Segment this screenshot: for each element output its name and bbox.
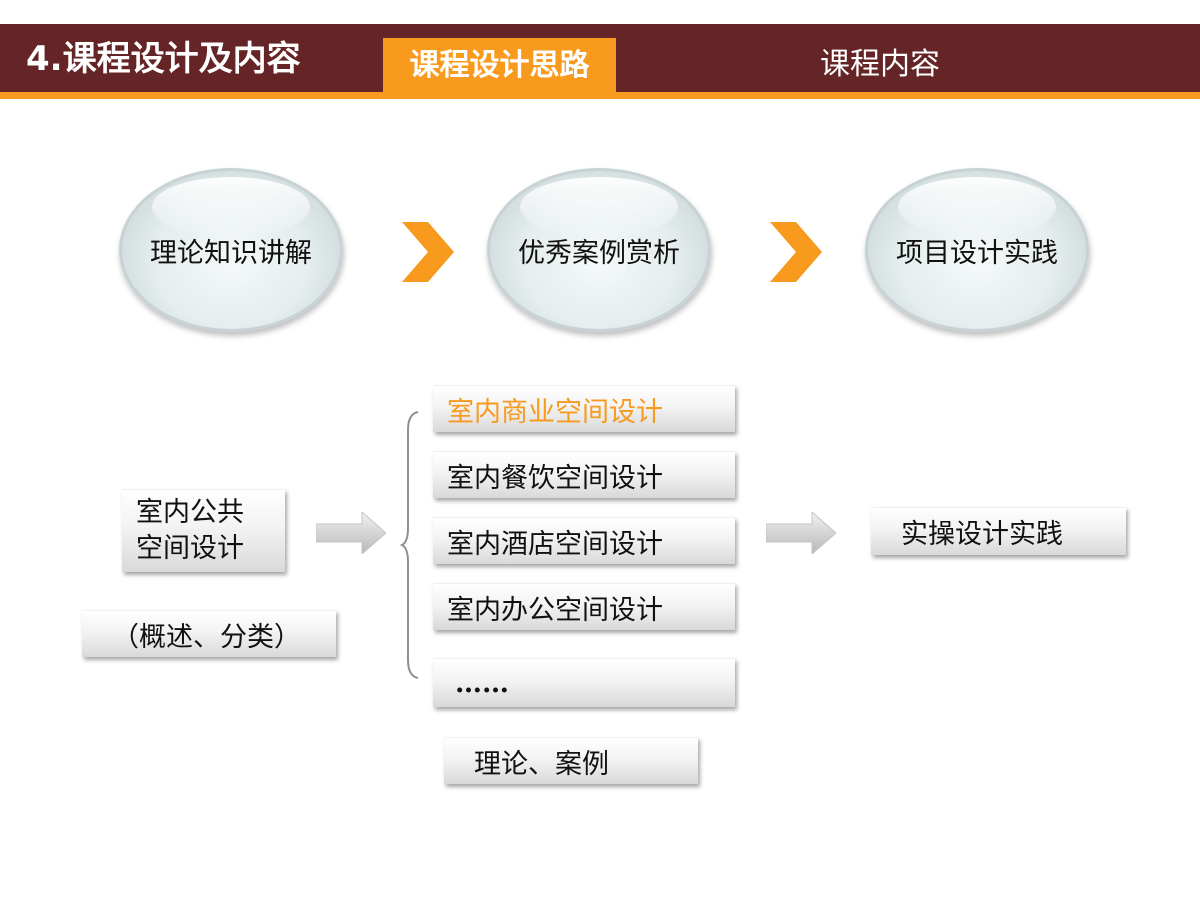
list-item-label: 室内酒店空间设计 [447,528,663,560]
header-underline [0,92,1200,99]
flow-step-theory: 理论知识讲解 [119,168,343,332]
practical-design-box: 实操设计实践 [871,507,1126,555]
theory-case-box: 理论、案例 [444,737,698,784]
chevron-right-icon [770,222,822,282]
tab-course-design-idea[interactable]: 课程设计思路 [383,38,616,93]
overview-classification-label: （概述、分类） [112,621,301,653]
arrow-right-icon [316,512,386,554]
overview-classification-box: （概述、分类） [82,610,336,657]
list-item: 室内酒店空间设计 [433,517,735,564]
tab-course-content[interactable]: 课程内容 [820,47,940,82]
list-item: 室内办公空间设计 [433,583,735,630]
flow-step-label: 项目设计实践 [896,237,1058,269]
list-item-label: 室内餐饮空间设计 [447,462,663,494]
flow-step-case-analysis: 优秀案例赏析 [487,168,711,332]
list-item-label: 室内办公空间设计 [447,594,663,626]
theory-case-label: 理论、案例 [474,748,609,780]
list-item: …… [433,658,735,707]
chevron-right-icon [402,222,454,282]
list-item: 室内餐饮空间设计 [433,451,735,498]
list-item-label: …… [455,667,509,699]
public-space-design-label: 室内公共 空间设计 [136,497,244,564]
arrow-right-icon [766,512,836,554]
public-space-design-box: 室内公共 空间设计 [122,489,285,572]
list-item-label-highlighted: 室内商业空间设计 [447,396,663,428]
curly-brace-icon [400,411,419,679]
flow-step-label: 理论知识讲解 [150,237,312,269]
list-item: 室内商业空间设计 [433,385,735,432]
practical-design-label: 实操设计实践 [901,519,1063,550]
flow-step-label: 优秀案例赏析 [518,237,680,269]
flow-step-project-practice: 项目设计实践 [865,168,1089,332]
page-title: 4.课程设计及内容 [26,39,301,79]
